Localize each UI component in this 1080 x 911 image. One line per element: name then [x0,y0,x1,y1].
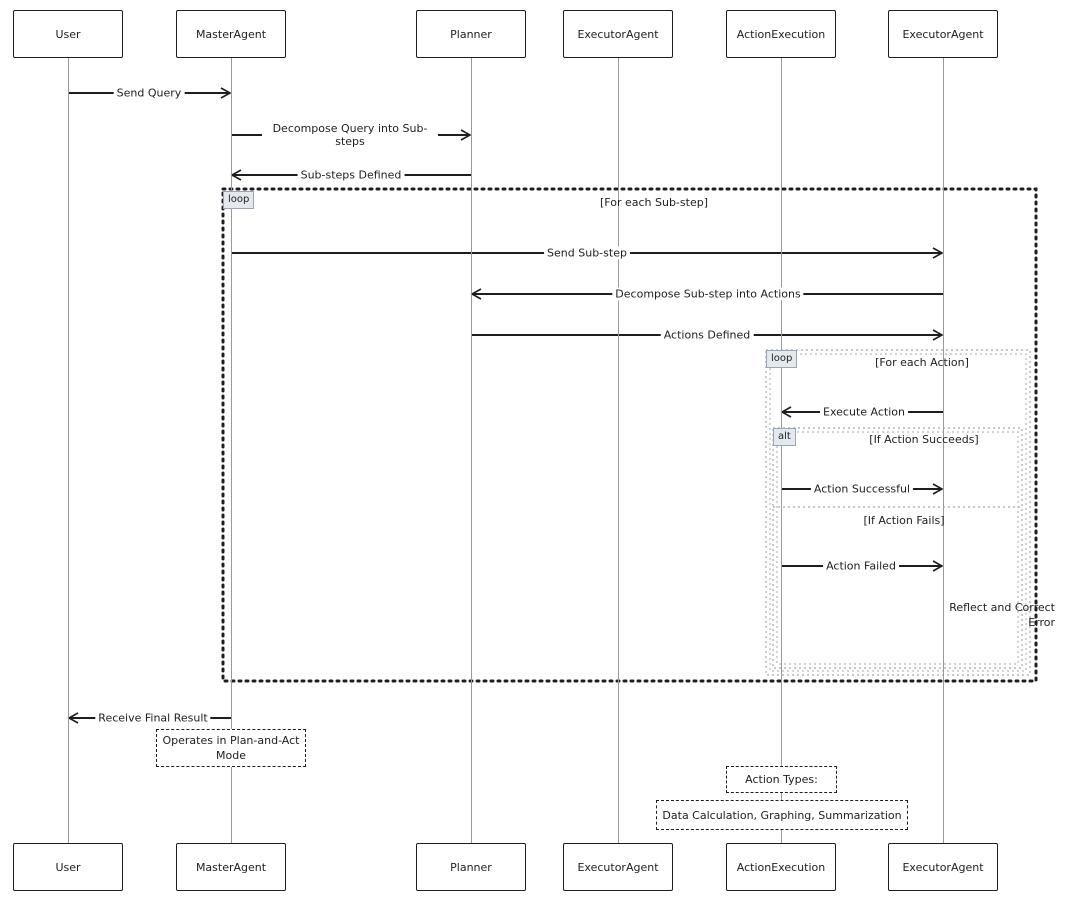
lifeline-executoragent2 [943,58,944,844]
actor-actionexecution-bottom: ActionExecution [726,843,836,891]
actor-executoragent2-bottom: ExecutorAgent [888,843,998,891]
actor-user-top: User [13,10,123,58]
inner-loop-frame [765,349,1031,676]
message-label: Sub-steps Defined [297,168,405,182]
plan-mode-note: Operates in Plan-and-Act Mode [156,729,306,767]
lifeline-user [68,58,69,844]
outer-loop-frame [221,187,1038,683]
inner-loop-condition: [For each Action] [875,356,969,369]
message-label: Receive Final Result [95,711,211,725]
loop-tag: loop [223,191,255,209]
actor-masteragent-bottom: MasterAgent [176,843,286,891]
actor-actionexecution-top: ActionExecution [726,10,836,58]
actor-planner-bottom: Planner [416,843,526,891]
message-label: Execute Action [820,405,908,419]
lifeline-planner [471,58,472,844]
message-label: Send Query [113,86,185,100]
actor-executoragent-top: ExecutorAgent [563,10,673,58]
alt-tag: alt [773,428,796,446]
message-label: Actions Defined [660,328,754,342]
reflect-note: Reflect and Correct Error [949,601,1055,629]
actor-user-bottom: User [13,843,123,891]
actor-planner-top: Planner [416,10,526,58]
lifeline-actionexecution [781,58,782,844]
action-types-title-note: Action Types: [726,766,837,793]
inner-loop-tag: loop [766,350,798,368]
alt-condition-success: [If Action Succeeds] [869,433,979,446]
lifeline-executoragent [618,58,619,844]
alt-condition-fail: [If Action Fails] [863,514,945,527]
loop-condition: [For each Sub-step] [600,196,708,209]
actor-executoragent2-top: ExecutorAgent [888,10,998,58]
alt-frame-inner [776,431,1019,665]
message-label: Action Successful [810,482,914,496]
action-types-note: Data Calculation, Graphing, Summarizatio… [656,800,908,830]
lifeline-masteragent [231,58,232,844]
message-label: Decompose Query into Sub-steps [262,122,438,148]
message-label: Action Failed [823,559,899,573]
message-label: Send Sub-step [544,246,630,260]
message-label: Decompose Sub-step into Actions [612,287,804,301]
actor-executoragent-bottom: ExecutorAgent [563,843,673,891]
inner-loop-frame-inner [769,353,1027,672]
alt-frame [772,427,1023,669]
actor-masteragent-top: MasterAgent [176,10,286,58]
